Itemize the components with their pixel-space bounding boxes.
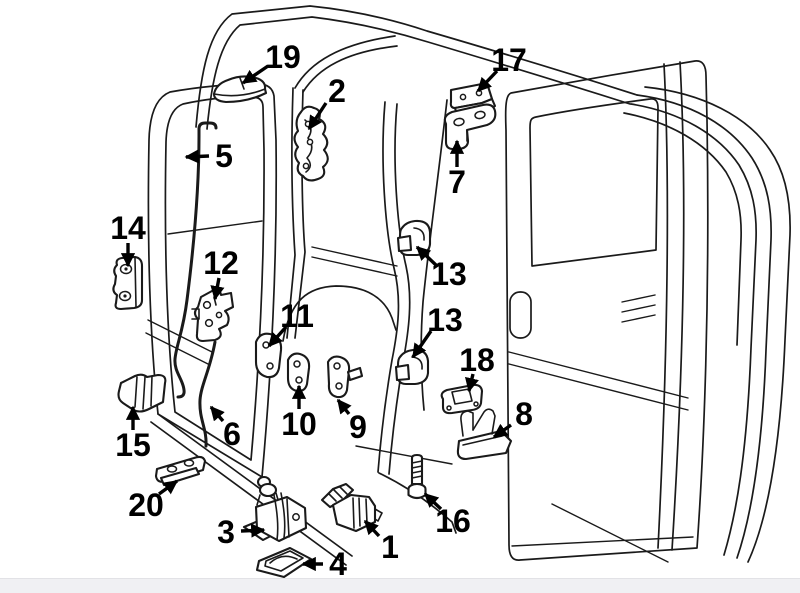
part-8-illustration: [456, 408, 513, 461]
callout-label: 18: [459, 342, 495, 378]
callout-8[interactable]: 8: [492, 396, 533, 439]
callout-arrow: [464, 373, 479, 393]
callout-14[interactable]: 14: [110, 210, 146, 268]
page-footer-strip: [0, 578, 800, 593]
callout-arrow: [411, 330, 433, 359]
center-pillar-and-quarter-panel: [282, 35, 398, 342]
callout-arrow: [240, 523, 266, 538]
callout-label: 9: [349, 409, 367, 445]
callout-label: 5: [215, 138, 233, 174]
callout-label: 12: [203, 245, 239, 281]
callout-10[interactable]: 10: [281, 384, 317, 442]
callout-arrow: [307, 102, 328, 131]
callout-15[interactable]: 15: [115, 405, 151, 463]
van-body-line-art: [145, 5, 791, 566]
part-10-illustration: [286, 352, 311, 393]
callout-label: 16: [435, 503, 471, 539]
callout-label: 4: [329, 546, 347, 582]
callout-9[interactable]: 9: [336, 398, 367, 445]
callout-18[interactable]: 18: [459, 342, 495, 393]
callout-arrow: [415, 245, 439, 268]
callout-label: 6: [223, 416, 241, 452]
callout-label: 17: [491, 42, 527, 78]
callout-1[interactable]: 1: [363, 519, 399, 565]
callout-16[interactable]: 16: [423, 492, 471, 539]
rear-pillar-lines: [551, 86, 791, 563]
callout-label: 8: [515, 396, 533, 432]
part-13-upper-illustration: [396, 219, 432, 257]
callout-arrow: [267, 325, 288, 348]
part-2-illustration: [293, 105, 329, 182]
rocker-sill-lines: [150, 413, 453, 566]
part-9-illustration: [326, 355, 364, 399]
part-16-illustration: [407, 453, 427, 500]
callout-label: 13: [431, 256, 467, 292]
callout-13[interactable]: 13: [415, 245, 467, 292]
callout-arrow: [184, 149, 210, 164]
part-15-illustration: [117, 373, 167, 413]
callout-label: 20: [128, 487, 164, 523]
callout-7[interactable]: 7: [448, 139, 466, 200]
callout-2[interactable]: 2: [307, 73, 346, 131]
callout-arrow: [158, 479, 179, 496]
part-4-illustration: [255, 546, 313, 579]
sliding-door: [504, 60, 709, 561]
part-14-illustration: [112, 255, 144, 311]
callout-11[interactable]: 11: [267, 298, 314, 348]
callout-label: 11: [280, 298, 314, 334]
callout-label: 15: [115, 427, 151, 463]
callout-17[interactable]: 17: [476, 42, 527, 93]
callout-4[interactable]: 4: [301, 546, 347, 582]
part-20-illustration: [154, 455, 207, 487]
callout-12[interactable]: 12: [203, 245, 239, 301]
callout-19[interactable]: 19: [241, 39, 301, 85]
callout-label: 10: [281, 406, 317, 442]
part-1-illustration: [320, 482, 383, 533]
callout-3[interactable]: 3: [217, 514, 266, 550]
callout-label: 2: [328, 73, 346, 109]
callout-arrow: [423, 492, 443, 511]
part-12-illustration: [191, 289, 235, 343]
callout-arrow: [336, 398, 352, 416]
part-13-lower-illustration: [394, 348, 430, 386]
callout-20[interactable]: 20: [128, 479, 179, 523]
callout-13[interactable]: 13: [411, 302, 463, 359]
callout-label: 7: [448, 164, 466, 200]
callout-label: 13: [427, 302, 463, 338]
callout-arrow: [492, 423, 512, 439]
callout-5[interactable]: 5: [184, 138, 233, 174]
roof-lines: [195, 5, 638, 130]
part-11-illustration: [254, 332, 283, 379]
door-handle-recess: [509, 291, 532, 339]
callout-label: 1: [381, 529, 399, 565]
callout-label: 3: [217, 514, 235, 550]
door-latch-rod-upper: [173, 121, 218, 399]
callout-arrow: [476, 69, 499, 93]
callout-label: 19: [265, 39, 301, 75]
part-7-illustration: [443, 103, 497, 151]
callout-label: 14: [110, 210, 146, 246]
callout-arrow: [363, 519, 381, 538]
callout-6[interactable]: 6: [209, 405, 241, 452]
callout-arrow: [210, 277, 225, 301]
part-18-illustration: [440, 383, 484, 415]
door-latch-rod-lower: [198, 340, 217, 448]
callout-arrow: [241, 64, 269, 85]
callout-arrow: [209, 405, 225, 423]
